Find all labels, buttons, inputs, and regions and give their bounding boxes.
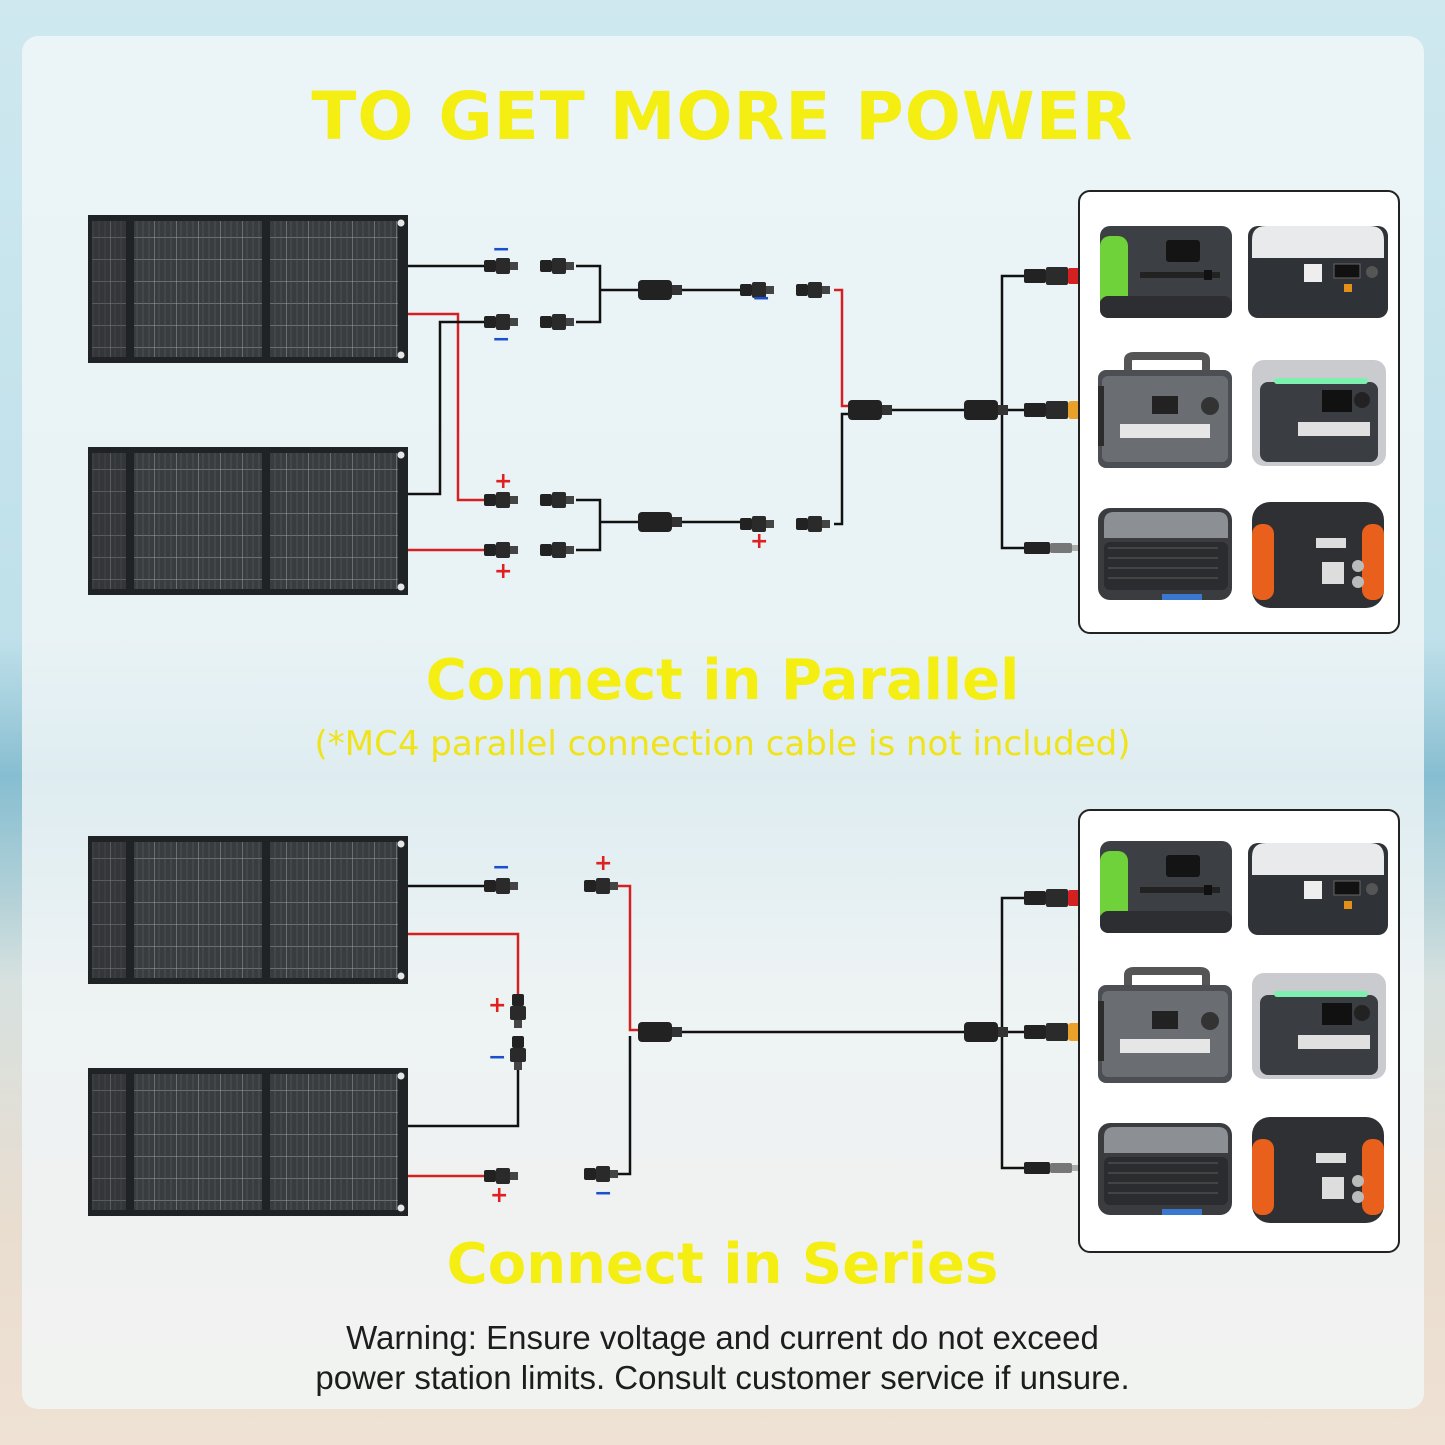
parallel-note: (*MC4 parallel connection cable is not i… xyxy=(314,724,1131,764)
positive-sign: + xyxy=(750,529,768,554)
white-power-station-icon xyxy=(1247,842,1389,936)
parallel-connectors xyxy=(484,258,1090,558)
positive-sign: + xyxy=(494,559,512,584)
parallel-wires xyxy=(408,264,1024,552)
warning-text: Warning: Ensure voltage and current do n… xyxy=(0,1318,1445,1398)
page-title: TO GET MORE POWER xyxy=(311,78,1134,155)
positive-sign: + xyxy=(488,993,506,1018)
parallel-heading: Connect in Parallel xyxy=(425,648,1020,713)
white-power-station-icon xyxy=(1247,225,1389,319)
parallel-panels xyxy=(88,215,408,595)
green-power-station-icon xyxy=(1100,226,1232,318)
power-station-group xyxy=(1080,225,1389,608)
positive-sign: + xyxy=(494,469,512,494)
positive-sign: + xyxy=(490,1183,508,1208)
handle-power-station-icon xyxy=(1098,971,1232,1083)
lit-power-station-icon xyxy=(1252,360,1386,466)
negative-sign: − xyxy=(488,1045,506,1070)
negative-sign: − xyxy=(752,286,770,311)
warning-line: power station limits. Consult customer s… xyxy=(315,1359,1130,1396)
orange-power-station-icon xyxy=(1252,1117,1384,1223)
green-power-station-icon xyxy=(1100,841,1232,933)
series-panels xyxy=(88,836,408,1216)
negative-sign: − xyxy=(492,327,510,352)
negative-sign: − xyxy=(492,855,510,880)
negative-sign: − xyxy=(594,1181,612,1206)
solar-panel xyxy=(88,215,408,363)
handle-power-station-icon xyxy=(1098,356,1232,468)
dark-power-station-icon xyxy=(1097,1122,1233,1216)
orange-power-station-icon xyxy=(1252,502,1384,608)
dark-power-station-icon xyxy=(1097,507,1233,601)
series-wires xyxy=(408,884,1024,1178)
solar-panel xyxy=(88,447,408,595)
parallel-device-box xyxy=(1078,190,1400,634)
parallel-polarity-signs: − − − + + + xyxy=(492,237,770,584)
warning-line: Warning: Ensure voltage and current do n… xyxy=(346,1319,1099,1356)
series-polarity-signs: − + + − + − xyxy=(488,851,612,1208)
series-device-box xyxy=(1078,809,1400,1253)
lit-power-station-icon xyxy=(1252,973,1386,1079)
series-heading: Connect in Series xyxy=(446,1232,999,1297)
positive-sign: + xyxy=(594,851,612,876)
solar-panel xyxy=(88,836,408,984)
power-station-group xyxy=(1080,841,1389,1223)
negative-sign: − xyxy=(492,237,510,262)
solar-panel xyxy=(88,1068,408,1216)
